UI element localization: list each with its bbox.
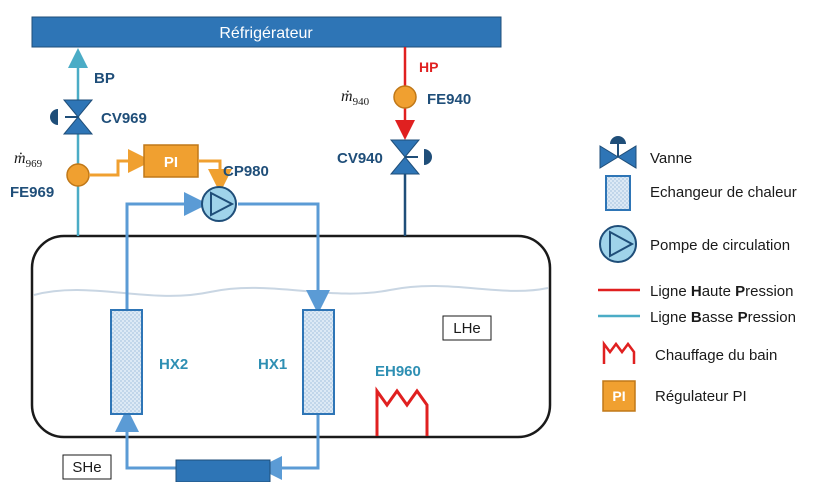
flowmeter-fe969 xyxy=(66,163,90,187)
legend-regulateur: Régulateur PI xyxy=(655,388,747,405)
she-label: SHe xyxy=(72,459,101,476)
legend-vanne: Vanne xyxy=(650,150,692,167)
m940-symbol: ṁ940 xyxy=(341,88,370,108)
fe969-label: FE969 xyxy=(10,184,54,201)
hx2-label: HX2 xyxy=(159,356,188,373)
valve-cv940 xyxy=(389,139,432,175)
hx1-label: HX1 xyxy=(258,356,287,373)
m969-symbol: ṁ969 xyxy=(14,150,43,170)
circulation-loop xyxy=(115,192,330,480)
legend-heater-icon xyxy=(602,340,636,364)
fe940-label: FE940 xyxy=(427,91,471,108)
legend-pi-icon xyxy=(602,380,636,412)
flowmeter-fe940 xyxy=(393,85,417,109)
pi-label: PI xyxy=(164,154,178,171)
heat-exchanger-hx2 xyxy=(110,309,143,415)
pump-cp980 xyxy=(201,186,237,222)
legend-bp: Ligne Basse Pression xyxy=(650,309,796,326)
legend-valve-icon xyxy=(599,136,637,169)
legend-pi-badge: PI xyxy=(612,388,625,404)
legend-chauffage: Chauffage du bain xyxy=(655,347,777,364)
lhe-box xyxy=(442,315,492,341)
legend-exchanger-icon xyxy=(605,175,631,211)
she-component xyxy=(175,459,271,482)
cv969-label: CV969 xyxy=(101,110,147,127)
legend: Vanne Echangeur de chaleur Pompe de circ… xyxy=(598,136,797,412)
refrigerator-title: Réfrigérateur xyxy=(219,25,313,42)
legend-echangeur: Echangeur de chaleur xyxy=(650,184,797,201)
heater-eh960 xyxy=(375,386,429,436)
cv940-label: CV940 xyxy=(337,150,383,167)
cp980-label: CP980 xyxy=(223,163,269,180)
hp-label: HP xyxy=(419,59,438,75)
lhe-bath xyxy=(30,234,552,439)
lhe-label: LHe xyxy=(453,320,481,337)
eh960-label: EH960 xyxy=(375,363,421,380)
legend-hp: Ligne Haute Pression xyxy=(650,283,793,300)
refrigerator-box: Réfrigérateur xyxy=(31,16,502,48)
she-box xyxy=(62,454,112,480)
bp-label: BP xyxy=(94,70,115,87)
pi-regulator: PI xyxy=(89,144,232,193)
legend-pump-icon xyxy=(599,225,637,263)
legend-pompe: Pompe de circulation xyxy=(650,237,790,254)
valve-cv969 xyxy=(50,99,94,135)
heat-exchanger-hx1 xyxy=(302,309,335,415)
